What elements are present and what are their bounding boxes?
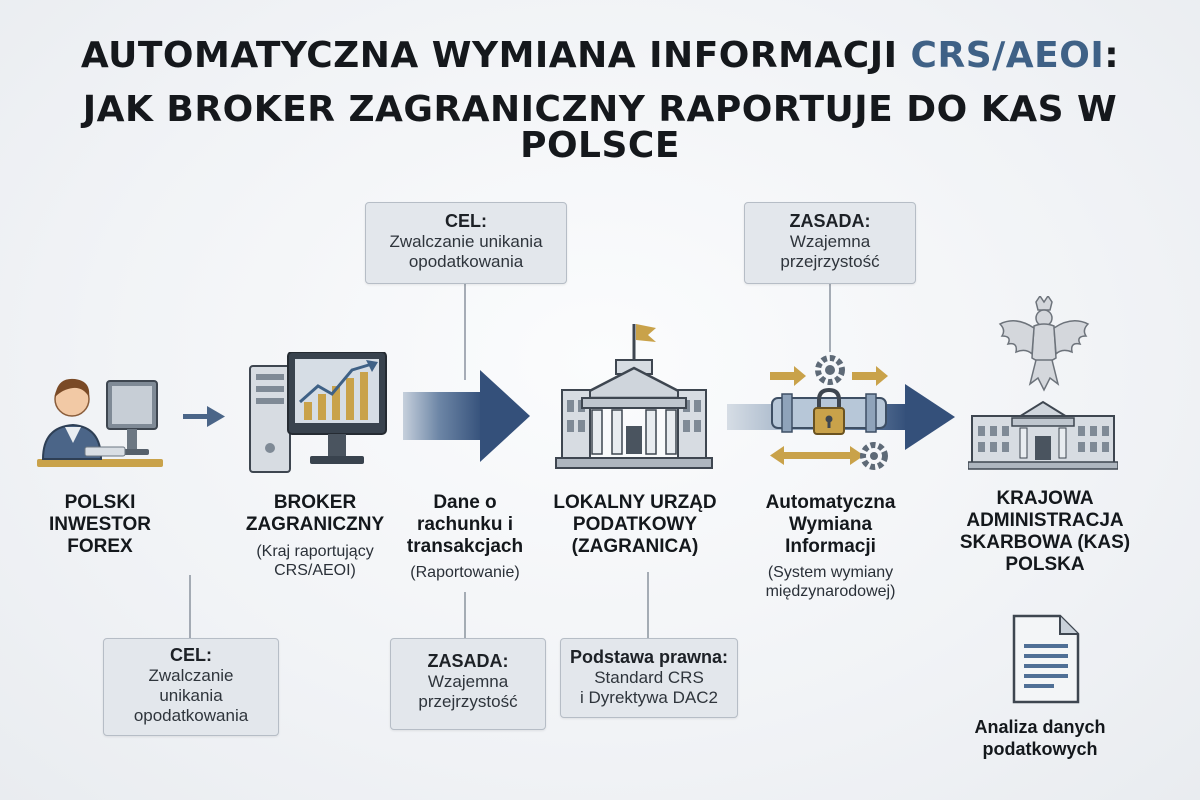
- callout-title: CEL:: [445, 211, 487, 231]
- stage-broker-sub: (Kraj raportujący CRS/AEOI): [256, 543, 374, 579]
- kas-building-icon: [968, 400, 1118, 470]
- secure-pipeline-gears-icon: [770, 355, 888, 470]
- stage-kas-label: KRAJOWA ADMINISTRACJA SKARBOWA (KAS) POL…: [959, 488, 1131, 575]
- callout-top-cel: CEL: Zwalczanie unikania opodatkowania: [365, 202, 567, 284]
- callout-title: ZASADA:: [427, 651, 509, 671]
- callout-title: ZASADA:: [789, 211, 871, 231]
- data-arrow-icon: [403, 370, 530, 462]
- stage-broker-label: BROKER ZAGRANICZNY: [245, 492, 385, 535]
- stage-data-label: Dane o rachunku i transakcjach: [406, 492, 524, 557]
- title-line-2: JAK BROKER ZAGRANICZNY RAPORTUJE DO KAS …: [82, 89, 1118, 166]
- callout-body: Standard CRS i Dyrektywa DAC2: [580, 668, 718, 707]
- stage-local-office-label: LOKALNY URZĄD PODATKOWY (ZAGRANICA): [553, 492, 717, 557]
- title-prefix: AUTOMATYCZNA WYMIANA INFORMACJI: [80, 35, 911, 76]
- stage-exchange-sub: (System wymiany międzynarodowej): [765, 564, 896, 600]
- stage-data-sub: (Raportowanie): [410, 564, 520, 581]
- small-arrow-icon: [183, 406, 225, 427]
- callout-body: Zwalczanie unikania opodatkowania: [389, 232, 543, 271]
- stage-exchange-label: Automatyczna Wymiana Informacji: [765, 492, 896, 557]
- callout-title: Podstawa prawna:: [569, 647, 729, 667]
- broker-workstation-chart-icon: [249, 352, 387, 473]
- callout-legal-basis: Podstawa prawna: Standard CRS i Dyrektyw…: [560, 638, 738, 718]
- callout-bottom-zasada: ZASADA: Wzajemna przejrzystość: [390, 638, 546, 730]
- callout-top-zasada: ZASADA: Wzajemna przejrzystość: [744, 202, 916, 284]
- title-accent: CRS/AEOI: [910, 35, 1105, 76]
- callout-title: CEL:: [170, 645, 212, 665]
- callout-body: Zwalczanie unikania opodatkowania: [133, 666, 249, 725]
- government-building-flag-icon: [555, 324, 713, 469]
- document-icon: [1012, 614, 1080, 704]
- document-caption: Analiza danych podatkowych: [974, 717, 1106, 759]
- callout-body: Wzajemna przejrzystość: [780, 232, 880, 271]
- stage-investor-label: POLSKI INWESTOR FOREX: [48, 492, 152, 557]
- callout-body: Wzajemna przejrzystość: [418, 672, 518, 711]
- title-suffix: :: [1104, 35, 1120, 76]
- title-line-1: AUTOMATYCZNA WYMIANA INFORMACJI CRS/AEOI…: [0, 38, 1200, 74]
- callout-bottom-cel: CEL: Zwalczanie unikania opodatkowania: [103, 638, 279, 736]
- polish-eagle-icon: [998, 296, 1090, 392]
- investor-at-computer-icon: [37, 378, 163, 467]
